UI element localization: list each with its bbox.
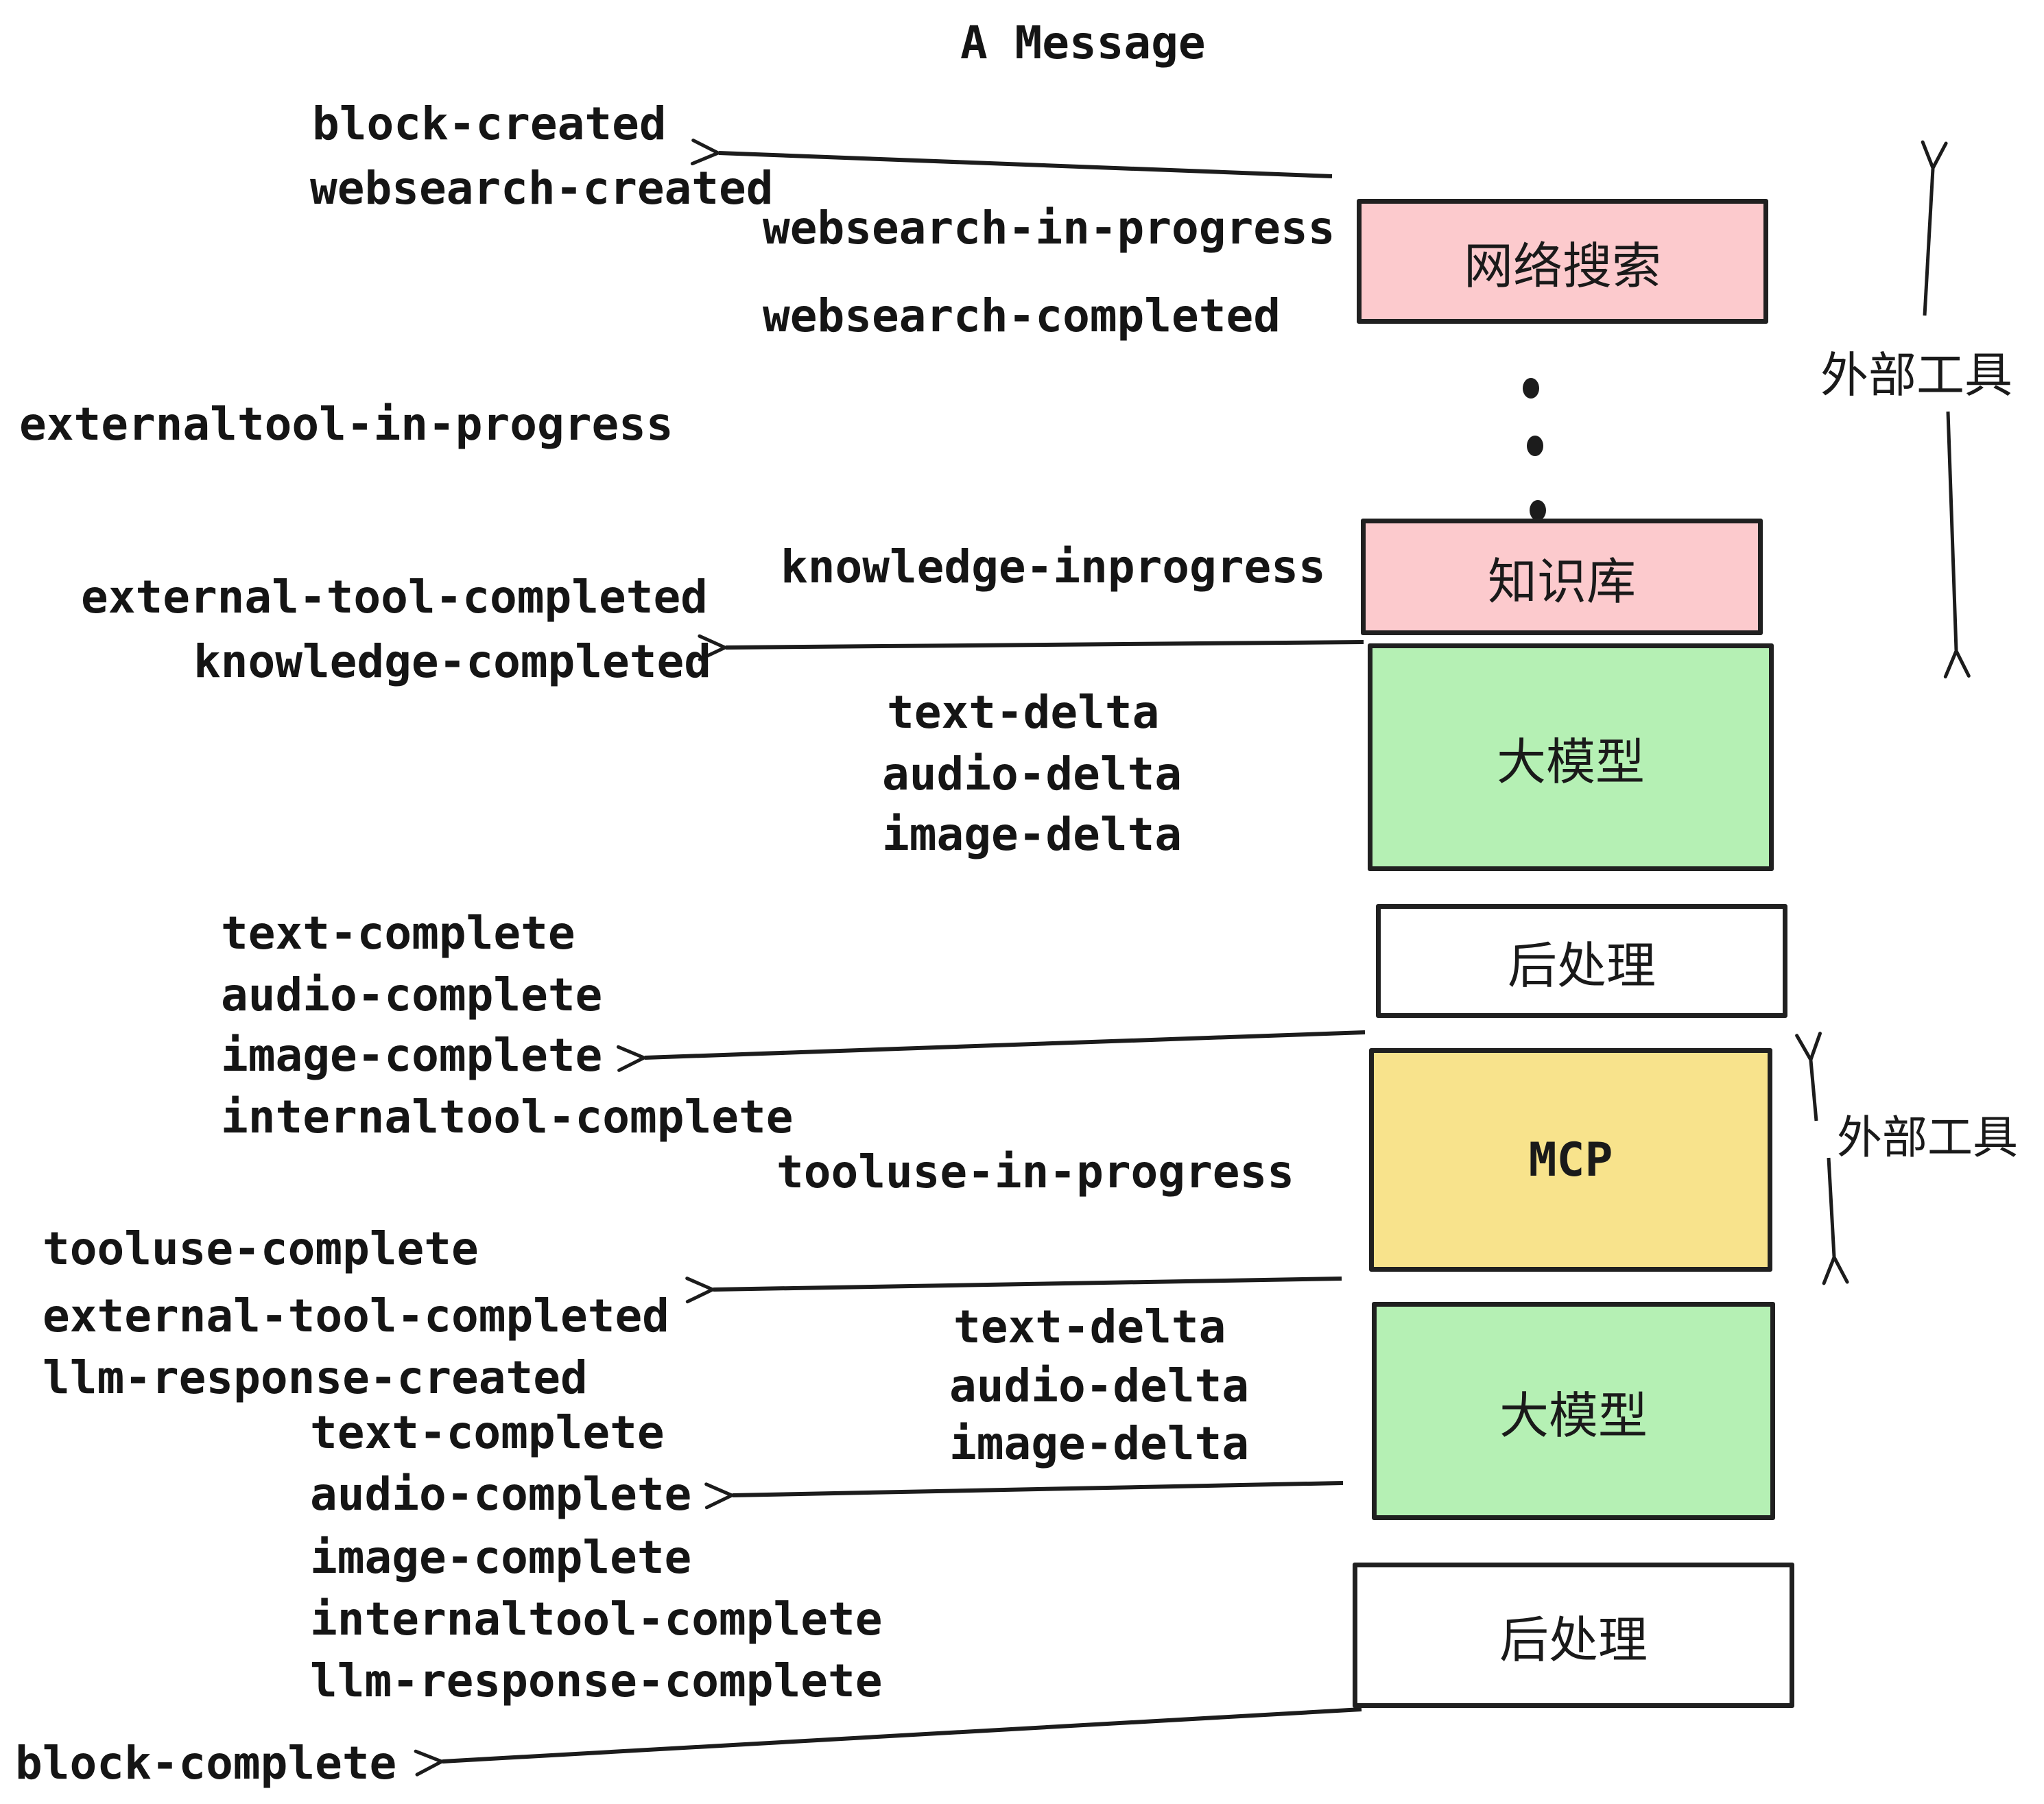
event-label-image-delta-2: image-delta (949, 1417, 1250, 1470)
diagram-title: A Message (960, 16, 1206, 69)
external-tools-up-arrow-2 (1795, 1032, 1822, 1121)
box-knowledge-label: 知识库 (1487, 552, 1636, 610)
arrow-block-created (690, 139, 1333, 178)
event-label-internaltool-complete-2: internaltool-complete (310, 1593, 883, 1646)
event-label-audio-complete-2: audio-complete (310, 1468, 692, 1521)
event-label-llm-response-complete: llm-response-complete (310, 1654, 883, 1707)
event-label-websearch-created: websearch-created (310, 162, 774, 215)
external-tools-down-arrow-1 (1943, 411, 1971, 679)
external-tools-label-1: 外部工具 (1820, 347, 2012, 403)
event-label-knowledge-completed: knowledge-completed (193, 635, 711, 688)
event-label-llm-response-created: llm-response-created (43, 1351, 588, 1404)
arrow-block-complete (414, 1707, 1362, 1777)
arrow-image-complete (616, 1030, 1366, 1072)
box-llm-1-label: 大模型 (1496, 733, 1645, 791)
event-label-websearch-in-progress: websearch-in-progress (763, 202, 1335, 254)
event-label-external-tool-completed: external-tool-completed (81, 571, 708, 624)
event-label-text-complete-2: text-complete (310, 1406, 665, 1459)
event-label-knowledge-inprogress: knowledge-inprogress (781, 541, 1326, 593)
box-llm-1: 大模型 (1368, 643, 1774, 871)
event-label-text-delta: text-delta (887, 686, 1160, 739)
event-label-websearch-completed: websearch-completed (763, 289, 1281, 342)
box-mcp-label: MCP (1528, 1132, 1613, 1187)
event-label-text-complete: text-complete (221, 907, 575, 960)
event-label-audio-delta-2: audio-delta (949, 1360, 1250, 1412)
box-llm-2-label: 大模型 (1499, 1386, 1648, 1445)
arrow-tooluse-complete (685, 1277, 1342, 1304)
event-label-block-created: block-created (312, 97, 667, 150)
box-postprocess-1-label: 后处理 (1507, 936, 1656, 995)
event-label-image-complete: image-complete (221, 1029, 603, 1082)
arrow-knowledge-completed (698, 634, 1364, 661)
event-label-internaltool-complete: internaltool-complete (221, 1091, 794, 1143)
event-label-block-complete: block-complete (15, 1737, 397, 1790)
box-mcp: MCP (1369, 1048, 1772, 1272)
external-tools-up-arrow-1 (1921, 140, 1948, 316)
event-label-audio-complete: audio-complete (221, 969, 603, 1021)
box-websearch: 网络搜索 (1357, 199, 1768, 324)
event-label-tooluse-complete: tooluse-complete (43, 1222, 479, 1275)
box-postprocess-2: 后处理 (1353, 1563, 1794, 1708)
event-label-external-tool-completed-2: external-tool-completed (43, 1290, 669, 1342)
event-label-image-complete-2: image-complete (310, 1531, 692, 1584)
ellipsis-dots (1523, 378, 1546, 521)
event-label-text-delta-2: text-delta (953, 1301, 1226, 1353)
external-tools-label-2: 外部工具 (1837, 1111, 2018, 1164)
arrow-audio-complete (704, 1481, 1344, 1510)
box-websearch-label: 网络搜索 (1463, 237, 1661, 295)
box-postprocess-2-label: 后处理 (1499, 1611, 1648, 1669)
external-tools-down-arrow-2 (1822, 1157, 1849, 1285)
event-label-image-delta: image-delta (882, 808, 1183, 861)
event-label-audio-delta: audio-delta (882, 748, 1183, 800)
event-label-externaltool-in-progress: externaltool-in-progress (19, 398, 674, 451)
box-postprocess-1: 后处理 (1376, 904, 1787, 1018)
box-llm-2: 大模型 (1372, 1302, 1775, 1520)
event-label-tooluse-in-progress: tooluse-in-progress (776, 1146, 1294, 1198)
box-knowledge: 知识库 (1361, 519, 1763, 635)
